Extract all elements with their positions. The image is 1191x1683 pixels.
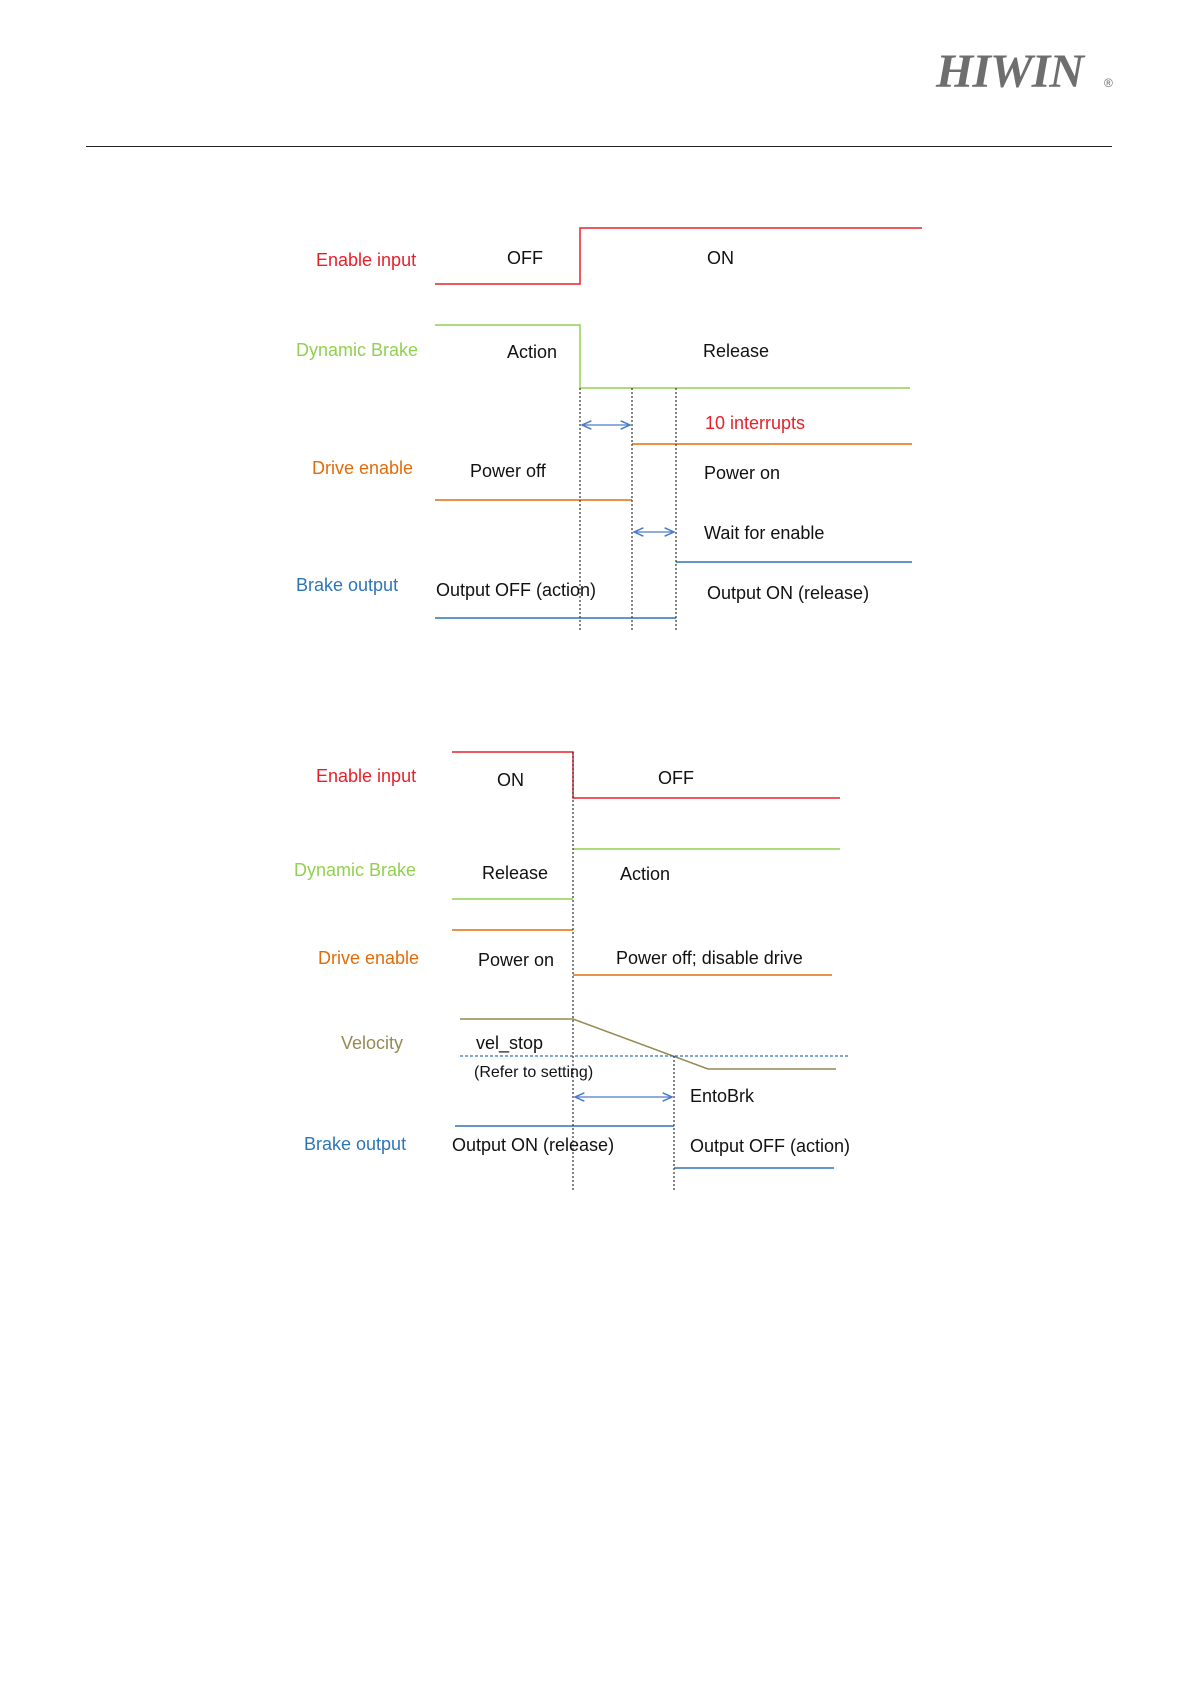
state-output-on: Output ON (release) bbox=[452, 1135, 614, 1155]
state-output-off: Output OFF (action) bbox=[436, 580, 596, 600]
state-power-off: Power off bbox=[470, 461, 547, 481]
label-drive-enable: Drive enable bbox=[312, 458, 413, 478]
label-dynamic-brake: Dynamic Brake bbox=[296, 340, 418, 360]
state-output-on: Output ON (release) bbox=[707, 583, 869, 603]
state-vel-stop: vel_stop bbox=[476, 1033, 543, 1054]
state-interrupts: 10 interrupts bbox=[705, 413, 805, 433]
state-action: Action bbox=[620, 864, 670, 884]
state-entobrk: EntoBrk bbox=[690, 1086, 755, 1106]
label-velocity: Velocity bbox=[341, 1033, 403, 1053]
state-output-off: Output OFF (action) bbox=[690, 1136, 850, 1156]
timing-diagram-enable-off: Enable input Dynamic Brake Drive enable … bbox=[294, 751, 850, 1190]
label-brake-output: Brake output bbox=[304, 1134, 406, 1154]
waveform-velocity bbox=[460, 1018, 836, 1070]
label-dynamic-brake: Dynamic Brake bbox=[294, 860, 416, 880]
registered-mark: ® bbox=[1104, 76, 1113, 90]
state-release: Release bbox=[482, 863, 548, 883]
state-on: ON bbox=[497, 770, 524, 790]
waveform-enable-input bbox=[435, 227, 922, 285]
label-enable-input: Enable input bbox=[316, 766, 416, 786]
timing-diagram-enable-on: Enable input Dynamic Brake Drive enable … bbox=[296, 227, 922, 632]
state-release: Release bbox=[703, 341, 769, 361]
header-rule bbox=[86, 146, 1112, 147]
waveform-enable-input bbox=[452, 751, 840, 799]
hiwin-logo: HIWIN bbox=[936, 45, 1084, 98]
state-action: Action bbox=[507, 342, 557, 362]
state-on: ON bbox=[707, 248, 734, 268]
state-off: OFF bbox=[507, 248, 543, 268]
state-off: OFF bbox=[658, 768, 694, 788]
waveform-dynamic-brake bbox=[435, 324, 910, 389]
state-power-on: Power on bbox=[478, 950, 554, 970]
state-refer-setting: (Refer to setting) bbox=[474, 1064, 593, 1081]
label-enable-input: Enable input bbox=[316, 250, 416, 270]
state-power-on: Power on bbox=[704, 463, 780, 483]
label-drive-enable: Drive enable bbox=[318, 948, 419, 968]
label-brake-output: Brake output bbox=[296, 575, 398, 595]
state-power-off-disable: Power off; disable drive bbox=[616, 948, 803, 968]
state-wait-enable: Wait for enable bbox=[704, 523, 824, 543]
